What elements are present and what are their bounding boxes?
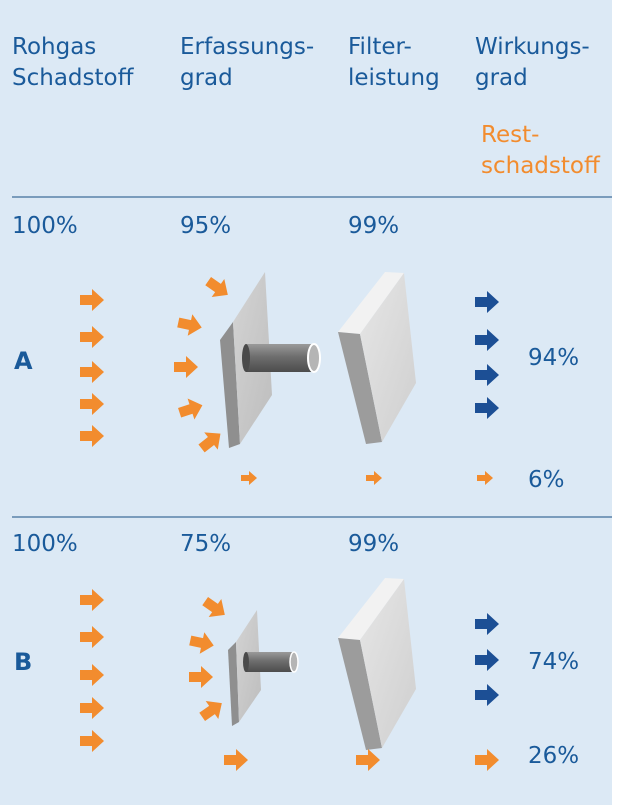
capture-arrow-icon (175, 311, 205, 339)
raw-gas-arrow-icon (80, 425, 104, 447)
residual-arrow-icon (477, 471, 493, 485)
raw-gas-arrow-icon (80, 730, 104, 752)
filter-block-a (338, 272, 416, 444)
scenario-b-efficiency-value: 74% (528, 649, 580, 675)
header-filter-performance: Filter-leistung (348, 34, 440, 91)
filter-block-b (338, 578, 416, 750)
raw-gas-arrow-icon (80, 589, 104, 611)
clean-air-arrow-icon (475, 364, 499, 386)
scenario-b-raw-value: 100% (12, 531, 78, 557)
residual-arrow-icon (224, 749, 248, 771)
capture-arrow-icon (176, 394, 206, 424)
raw-gas-arrow-icon (80, 326, 104, 348)
scenario-b-residual-value: 26% (528, 743, 580, 769)
scenario-a-raw-value: 100% (12, 213, 78, 239)
raw-gas-arrow-icon (80, 626, 104, 648)
extraction-pipe-a (242, 343, 321, 373)
scenario-a-label: A (14, 347, 33, 375)
clean-air-arrow-icon (475, 329, 499, 351)
header-efficiency: Wirkungs-grad (475, 34, 590, 91)
scenario-b-filter-value: 99% (348, 531, 400, 557)
raw-gas-arrow-icon (80, 393, 104, 415)
raw-gas-arrow-icon (80, 664, 104, 686)
capture-arrow-icon (195, 694, 229, 726)
scenario-b-label: B (14, 648, 33, 676)
residual-arrow-icon (475, 749, 499, 771)
clean-air-arrow-icon (475, 684, 499, 706)
raw-gas-arrow-icon (80, 289, 104, 311)
extraction-pipe-b (243, 651, 299, 673)
raw-gas-arrow-icon (80, 361, 104, 383)
header-residual-pollutant: Rest-schadstoff (481, 122, 600, 179)
clean-air-arrow-icon (475, 649, 499, 671)
clean-air-arrow-icon (475, 613, 499, 635)
clean-air-arrow-icon (475, 397, 499, 419)
scenario-b-capture-value: 75% (180, 531, 232, 557)
capture-arrow-icon (194, 424, 228, 458)
residual-arrow-icon (356, 749, 380, 771)
capture-arrow-icon (174, 356, 198, 378)
capture-arrow-icon (189, 666, 213, 688)
divider-header (12, 196, 612, 198)
capture-arrow-icon (187, 629, 217, 657)
capture-arrow-icon (198, 592, 232, 624)
scenario-a-capture-value: 95% (180, 213, 232, 239)
divider-scenarios (12, 516, 612, 518)
residual-arrow-icon (241, 471, 257, 485)
scenario-a-filter-value: 99% (348, 213, 400, 239)
raw-gas-arrow-icon (80, 697, 104, 719)
scenario-a-residual-value: 6% (528, 467, 565, 493)
capture-arrow-icon (201, 272, 235, 304)
scenario-a-efficiency-value: 94% (528, 345, 580, 371)
clean-air-arrow-icon (475, 291, 499, 313)
header-capture-rate: Erfassungs-grad (180, 34, 315, 91)
residual-arrow-icon (366, 471, 382, 485)
